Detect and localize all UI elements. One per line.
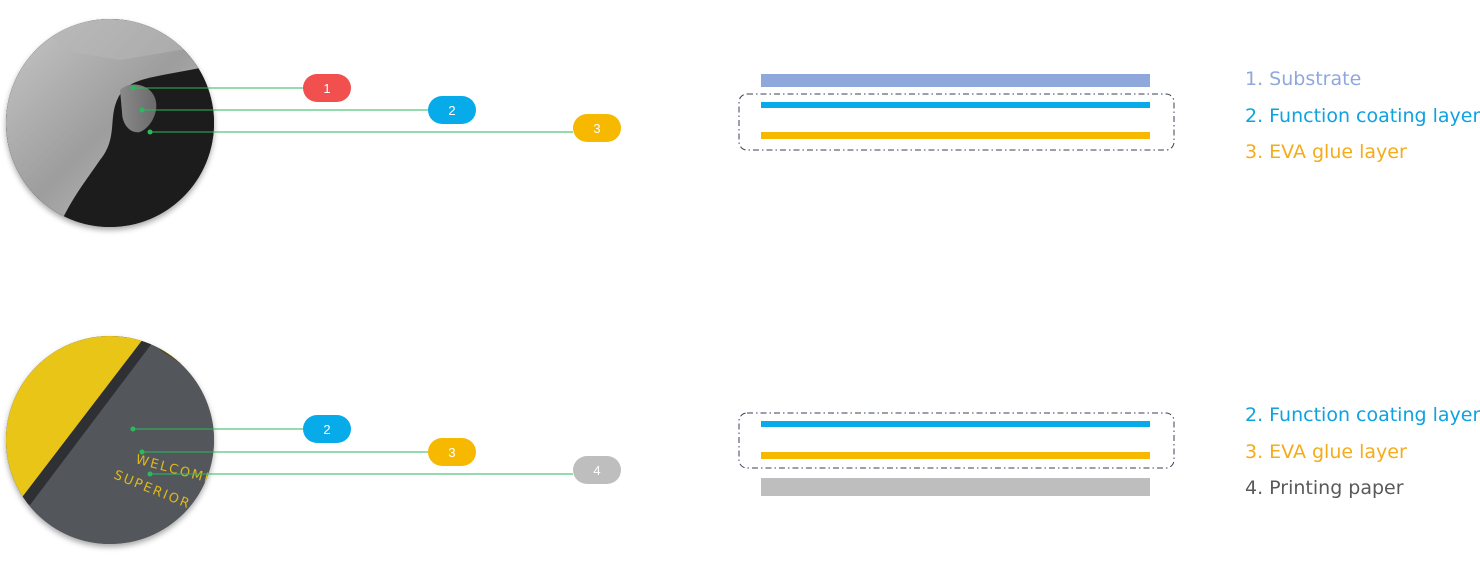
bottom-legend-function-coating: 2. Function coating layer [1245, 404, 1480, 426]
svg-text:3: 3 [448, 445, 455, 460]
top-badge-3: 3 [573, 114, 621, 142]
bottom-legend-eva-glue: 3. EVA glue layer [1245, 441, 1407, 463]
top-bar-eva-glue [761, 132, 1150, 139]
bottom-badge-3: 3 [428, 438, 476, 466]
top-legend-eva-glue: 3. EVA glue layer [1245, 141, 1407, 163]
bottom-bar-function-coating [761, 421, 1150, 427]
bottom-badge-2: 2 [303, 415, 351, 443]
svg-text:1: 1 [323, 81, 330, 96]
top-dashed-frame [738, 93, 1175, 151]
bottom-leader-dot-2 [130, 426, 136, 432]
bottom-bar-eva-glue [761, 452, 1150, 459]
top-photo-content [6, 19, 214, 227]
top-badge-1: 1 [303, 74, 351, 102]
svg-text:4: 4 [593, 463, 600, 478]
bottom-layer-diagram: WELCOME SUPERIOR S 2 3 4 2. Function coa… [6, 336, 1480, 544]
bottom-badge-4: 4 [573, 456, 621, 484]
bottom-photo-content: WELCOME SUPERIOR S [6, 336, 214, 544]
bottom-leader-dot-3 [139, 449, 145, 455]
top-badge-2: 2 [428, 96, 476, 124]
bottom-dashed-frame [738, 412, 1175, 469]
top-leader-dot-3 [147, 129, 153, 135]
top-bar-substrate [761, 74, 1150, 87]
top-legend-function-coating: 2. Function coating layer [1245, 105, 1480, 127]
top-layer-diagram: 1 2 3 1. Substrate 2. Function coating l… [6, 19, 1480, 227]
bottom-leader-dot-4 [147, 471, 153, 477]
bottom-legend-printing-paper: 4. Printing paper [1245, 477, 1404, 499]
svg-text:2: 2 [323, 422, 330, 437]
top-bar-function-coating [761, 102, 1150, 108]
top-leader-dot-1 [130, 85, 136, 91]
top-legend-substrate: 1. Substrate [1245, 68, 1361, 90]
top-leader-dot-2 [139, 107, 145, 113]
bottom-bar-printing-paper [761, 478, 1150, 496]
svg-text:2: 2 [448, 103, 455, 118]
svg-text:3: 3 [593, 121, 600, 136]
